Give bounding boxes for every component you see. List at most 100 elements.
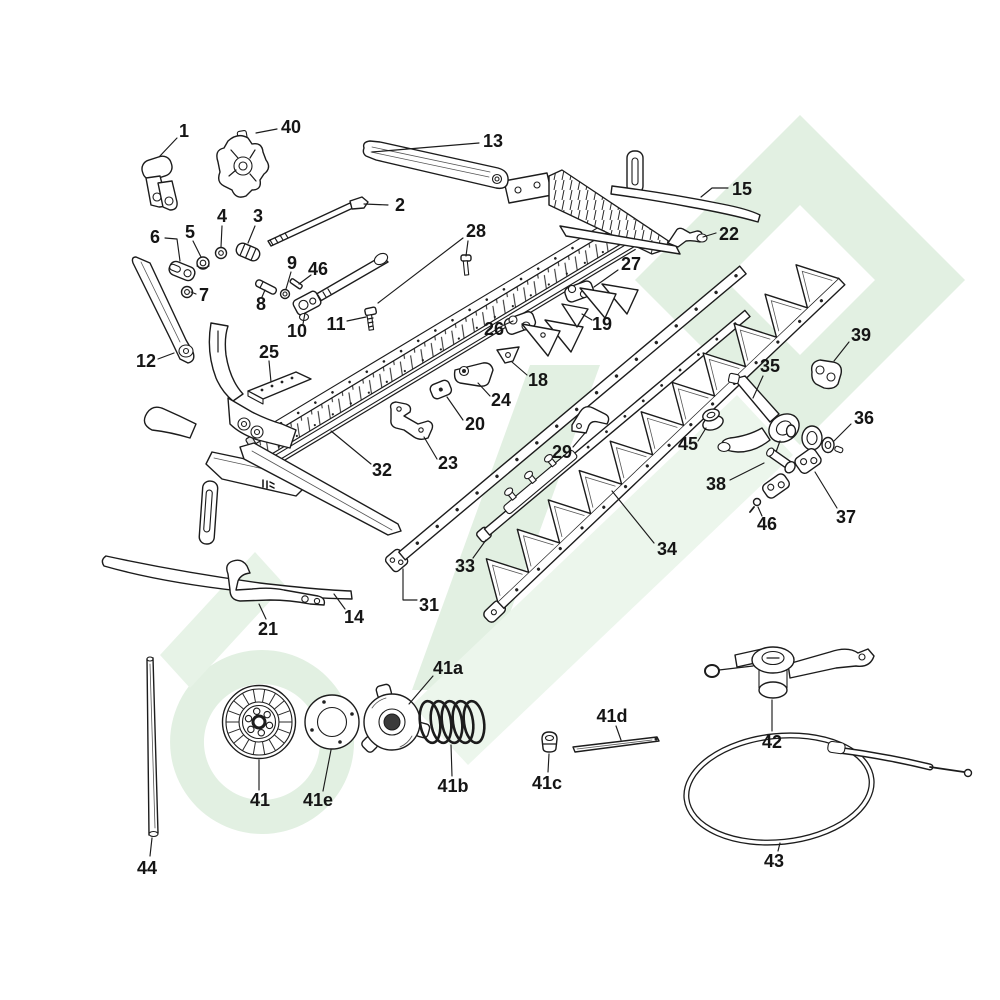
part-number-4: 4 [217,206,227,226]
part-label-33: 33 [455,539,487,576]
part-label-1: 1 [158,121,189,158]
part-number-32: 32 [372,460,392,480]
part-34-sickle-knife [483,264,846,623]
part-number-46b: 46 [757,514,777,534]
part-41-clutch-disc [221,684,297,760]
watermark-band-diagonal [412,395,793,765]
part-number-39: 39 [851,325,871,345]
part-label-24: 24 [477,382,511,410]
part-label-34: 34 [611,490,677,559]
leader-line-41a [408,675,434,705]
part-number-27: 27 [621,254,641,274]
leader-line-38 [729,462,765,481]
part-number-31: 31 [419,595,439,615]
part-label-20: 20 [446,396,485,434]
part-number-13: 13 [483,131,503,151]
leader-line-46b [757,506,763,517]
part-number-3: 3 [253,206,263,226]
part-label-7: 7 [190,285,209,305]
part-label-40: 40 [255,117,301,137]
part-label-44: 44 [137,837,157,878]
part-number-6: 6 [150,227,160,247]
part-39-casting [810,359,843,390]
leader-line-4 [220,225,223,248]
part-label-4: 4 [217,206,227,248]
leader-line-39 [833,341,850,362]
part-23-hold-down [389,401,434,440]
part-number-5: 5 [185,222,195,242]
part-41c-cap-nut [541,731,558,753]
part-number-18: 18 [528,370,548,390]
leader-line-3 [247,225,256,244]
part-number-21: 21 [258,619,278,639]
part-label-45: 45 [678,427,707,454]
part-number-36: 36 [854,408,874,428]
leader-line-28 [377,237,464,304]
part-label-8: 8 [256,289,266,314]
part-label-26: 26 [484,319,514,339]
leader-line-2 [363,203,389,206]
part-9-washer [279,288,291,300]
part-21-latch-bracket [226,559,326,606]
leader-line-25 [268,360,272,383]
leader-line-12 [157,352,175,360]
leader-line-22 [702,232,717,238]
part-number-23: 23 [438,453,458,473]
part-label-23: 23 [423,436,458,473]
part-label-41: 41 [250,759,270,810]
leader-line-5 [192,240,202,258]
part-18-clip [496,346,520,364]
part-number-28: 28 [466,221,486,241]
part-label-41e: 41e [303,749,333,810]
leader-line-7 [190,291,197,295]
part-number-46a: 46 [308,259,328,279]
part-number-2: 2 [395,195,405,215]
part-41e-ring [304,694,360,750]
part-41b-spring [418,699,486,745]
leader-line-45 [697,427,707,442]
leader-line-43 [777,842,781,852]
part-24-keeper-plate [453,362,494,387]
part-label-27: 27 [593,254,641,288]
part-28-bolt [460,254,472,276]
part-19-section [561,303,589,328]
part-38-crank-pin [766,447,796,474]
part-number-29: 29 [552,442,572,462]
part-15-brace-bar [610,150,761,223]
leader-line-46a [298,274,312,285]
part-label-29: 29 [552,432,586,462]
part-33-knife-back [476,309,751,543]
part-35-yoke-arm [717,372,800,453]
part-label-3: 3 [247,206,263,244]
part-label-46a: 46 [298,259,328,285]
part-label-31: 31 [402,568,439,615]
part-number-24: 24 [491,390,511,410]
leader-line-28 [465,240,469,257]
leader-line-40 [255,128,278,134]
part-14-skid-bar [101,480,353,600]
part-number-37: 37 [836,507,856,527]
part-13-arm [362,140,509,190]
leader-line-10 [302,312,306,325]
part-44-rod [146,656,159,838]
part-number-11: 11 [326,314,345,334]
part-26-knife-sections [503,311,584,357]
part-label-9: 9 [285,253,297,290]
leader-line-41e [322,749,332,792]
rivet-studs [504,453,557,501]
part-label-43: 43 [764,842,784,871]
part-25-wear-plate [247,371,312,405]
part-number-45: 45 [678,434,698,454]
part-36-bearing-set [785,424,844,454]
part-number-43: 43 [764,851,784,871]
leader-line-20 [446,396,464,421]
part-27-knife-sections [564,280,639,319]
part-label-35: 35 [752,356,780,399]
part-29-angle-clip [571,405,610,434]
part-label-41c: 41c [532,753,562,793]
leader-line-27 [593,269,619,288]
leader-line-44 [149,837,153,857]
part-label-5: 5 [185,222,202,258]
